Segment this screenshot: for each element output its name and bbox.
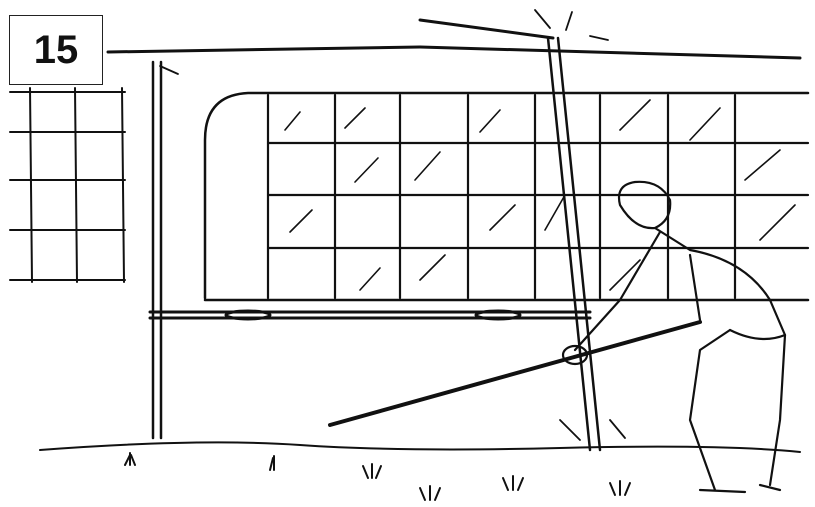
ground [39,441,801,501]
horizontal-pole [148,309,592,321]
emphasis-lines [159,9,626,441]
step-number-box: 15 [9,15,103,85]
awning-panel [203,91,810,302]
person-figure [561,180,787,494]
awning-roof-rail [106,18,802,60]
left-window-grid [9,87,126,283]
adjustment-rod [328,320,702,427]
step-number: 15 [33,27,79,72]
glass-shading [284,99,796,291]
awning-window-grid [266,93,810,300]
right-upright-pole [546,36,602,452]
left-upright-pole [151,60,163,440]
